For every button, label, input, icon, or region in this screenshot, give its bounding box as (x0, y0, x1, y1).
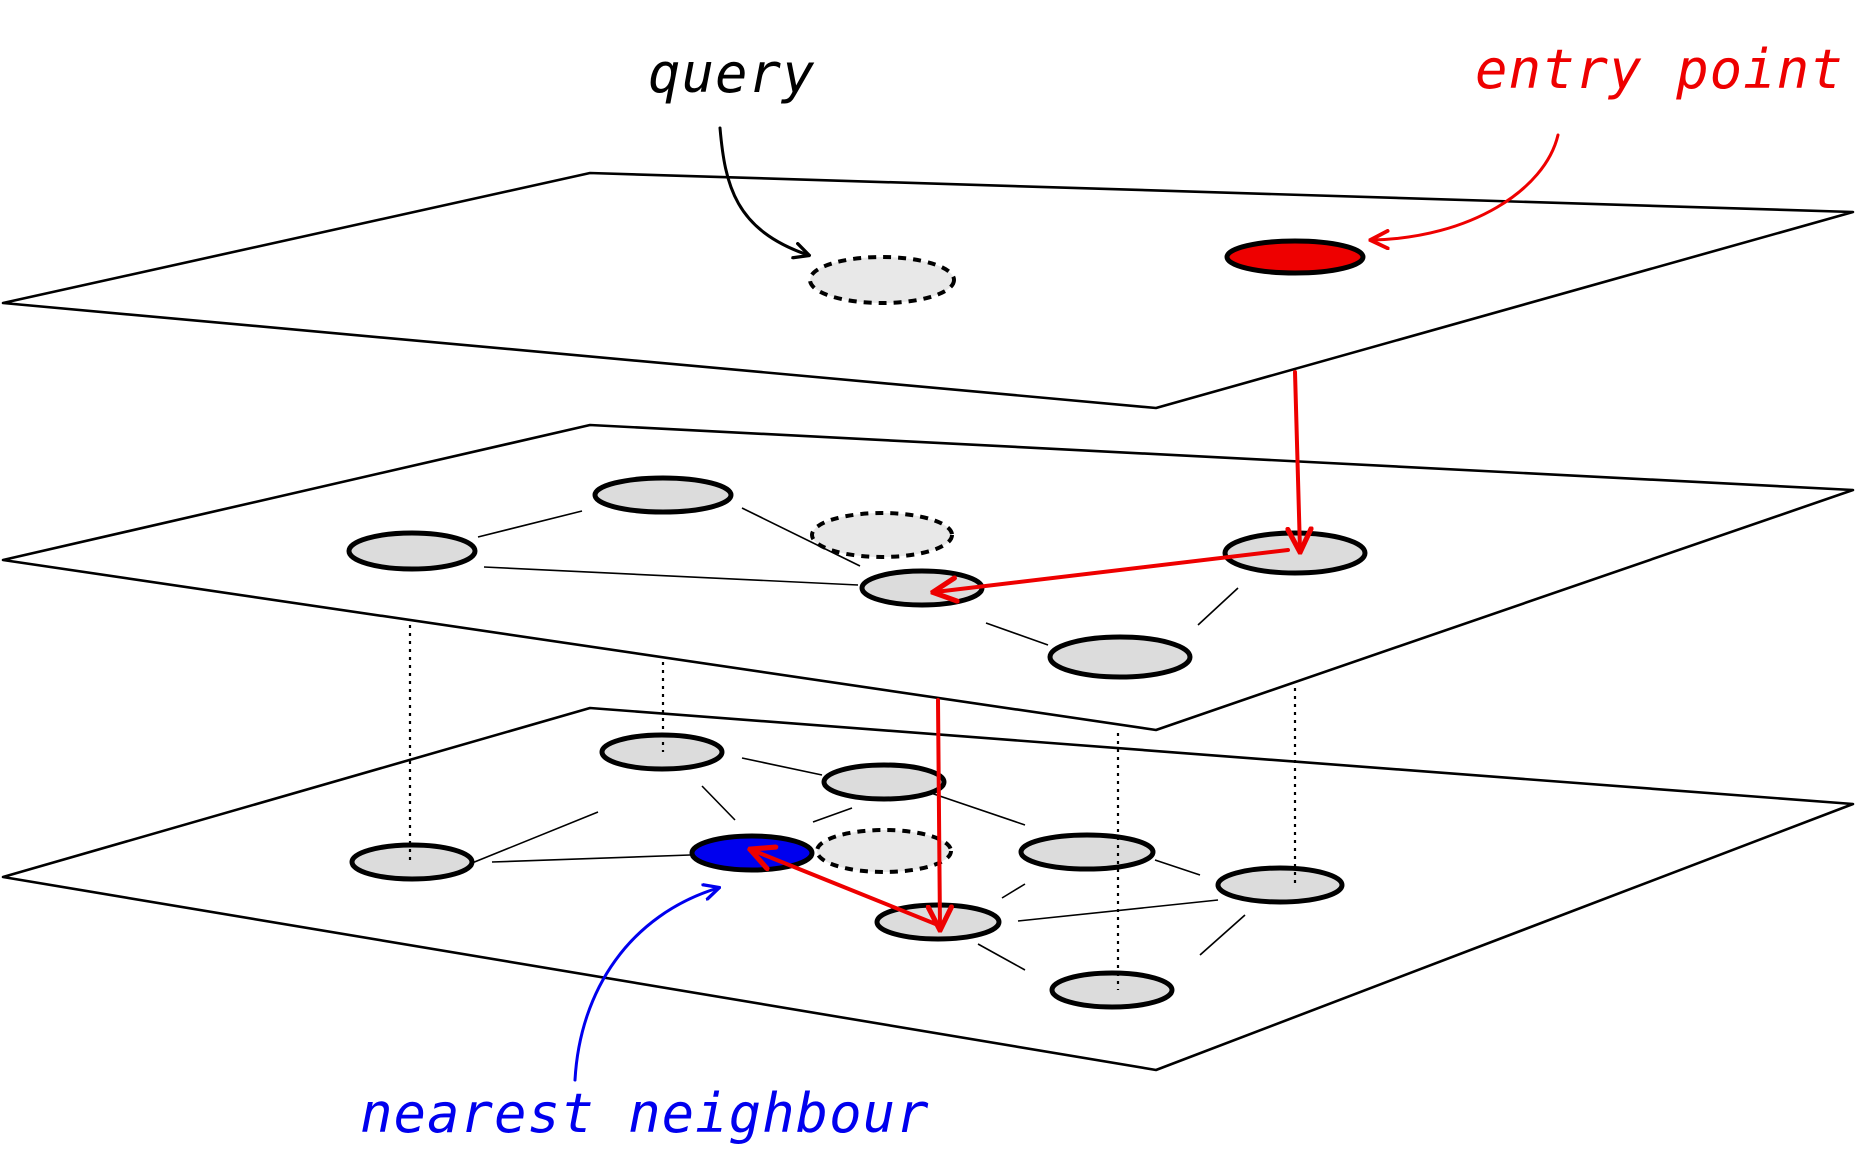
greedy-arrow-layer0 (752, 850, 940, 927)
layer-2-nodes (808, 238, 1366, 305)
l1-query-node (810, 511, 954, 559)
l0-node-a (349, 842, 475, 882)
inter-layer-links (408, 625, 1297, 990)
l0-query-node (815, 828, 953, 874)
query-label: query (648, 42, 816, 105)
l1-node-e (1047, 634, 1193, 680)
l0-node-d (1018, 832, 1156, 872)
layer-1-edges (477, 507, 1239, 646)
entry-point-callout-arrow (1372, 133, 1560, 240)
nearest-neighbour-label: nearest neighbour (360, 1082, 930, 1145)
l0-node-g (1049, 970, 1175, 1010)
l1-node-a (346, 530, 478, 572)
greedy-arrow-layer1 (935, 548, 1290, 592)
entry-point-node (1224, 238, 1366, 276)
l0-node-c (821, 762, 947, 802)
nearest-neighbour-callout-arrow (573, 888, 718, 1082)
descend-arrow-layer1-to-layer0 (938, 698, 940, 928)
l1-node-b (592, 475, 734, 515)
layer-0-nodes (349, 732, 1345, 1010)
descend-arrow-layer2-to-layer1 (1295, 370, 1300, 550)
l0-node-f (1215, 865, 1345, 905)
l2-query-node (808, 255, 956, 305)
query-callout-arrow (718, 126, 808, 255)
layer-0-plane (1, 706, 1855, 1072)
search-path (752, 370, 1300, 927)
entry-point-label: entry point (1475, 38, 1844, 101)
